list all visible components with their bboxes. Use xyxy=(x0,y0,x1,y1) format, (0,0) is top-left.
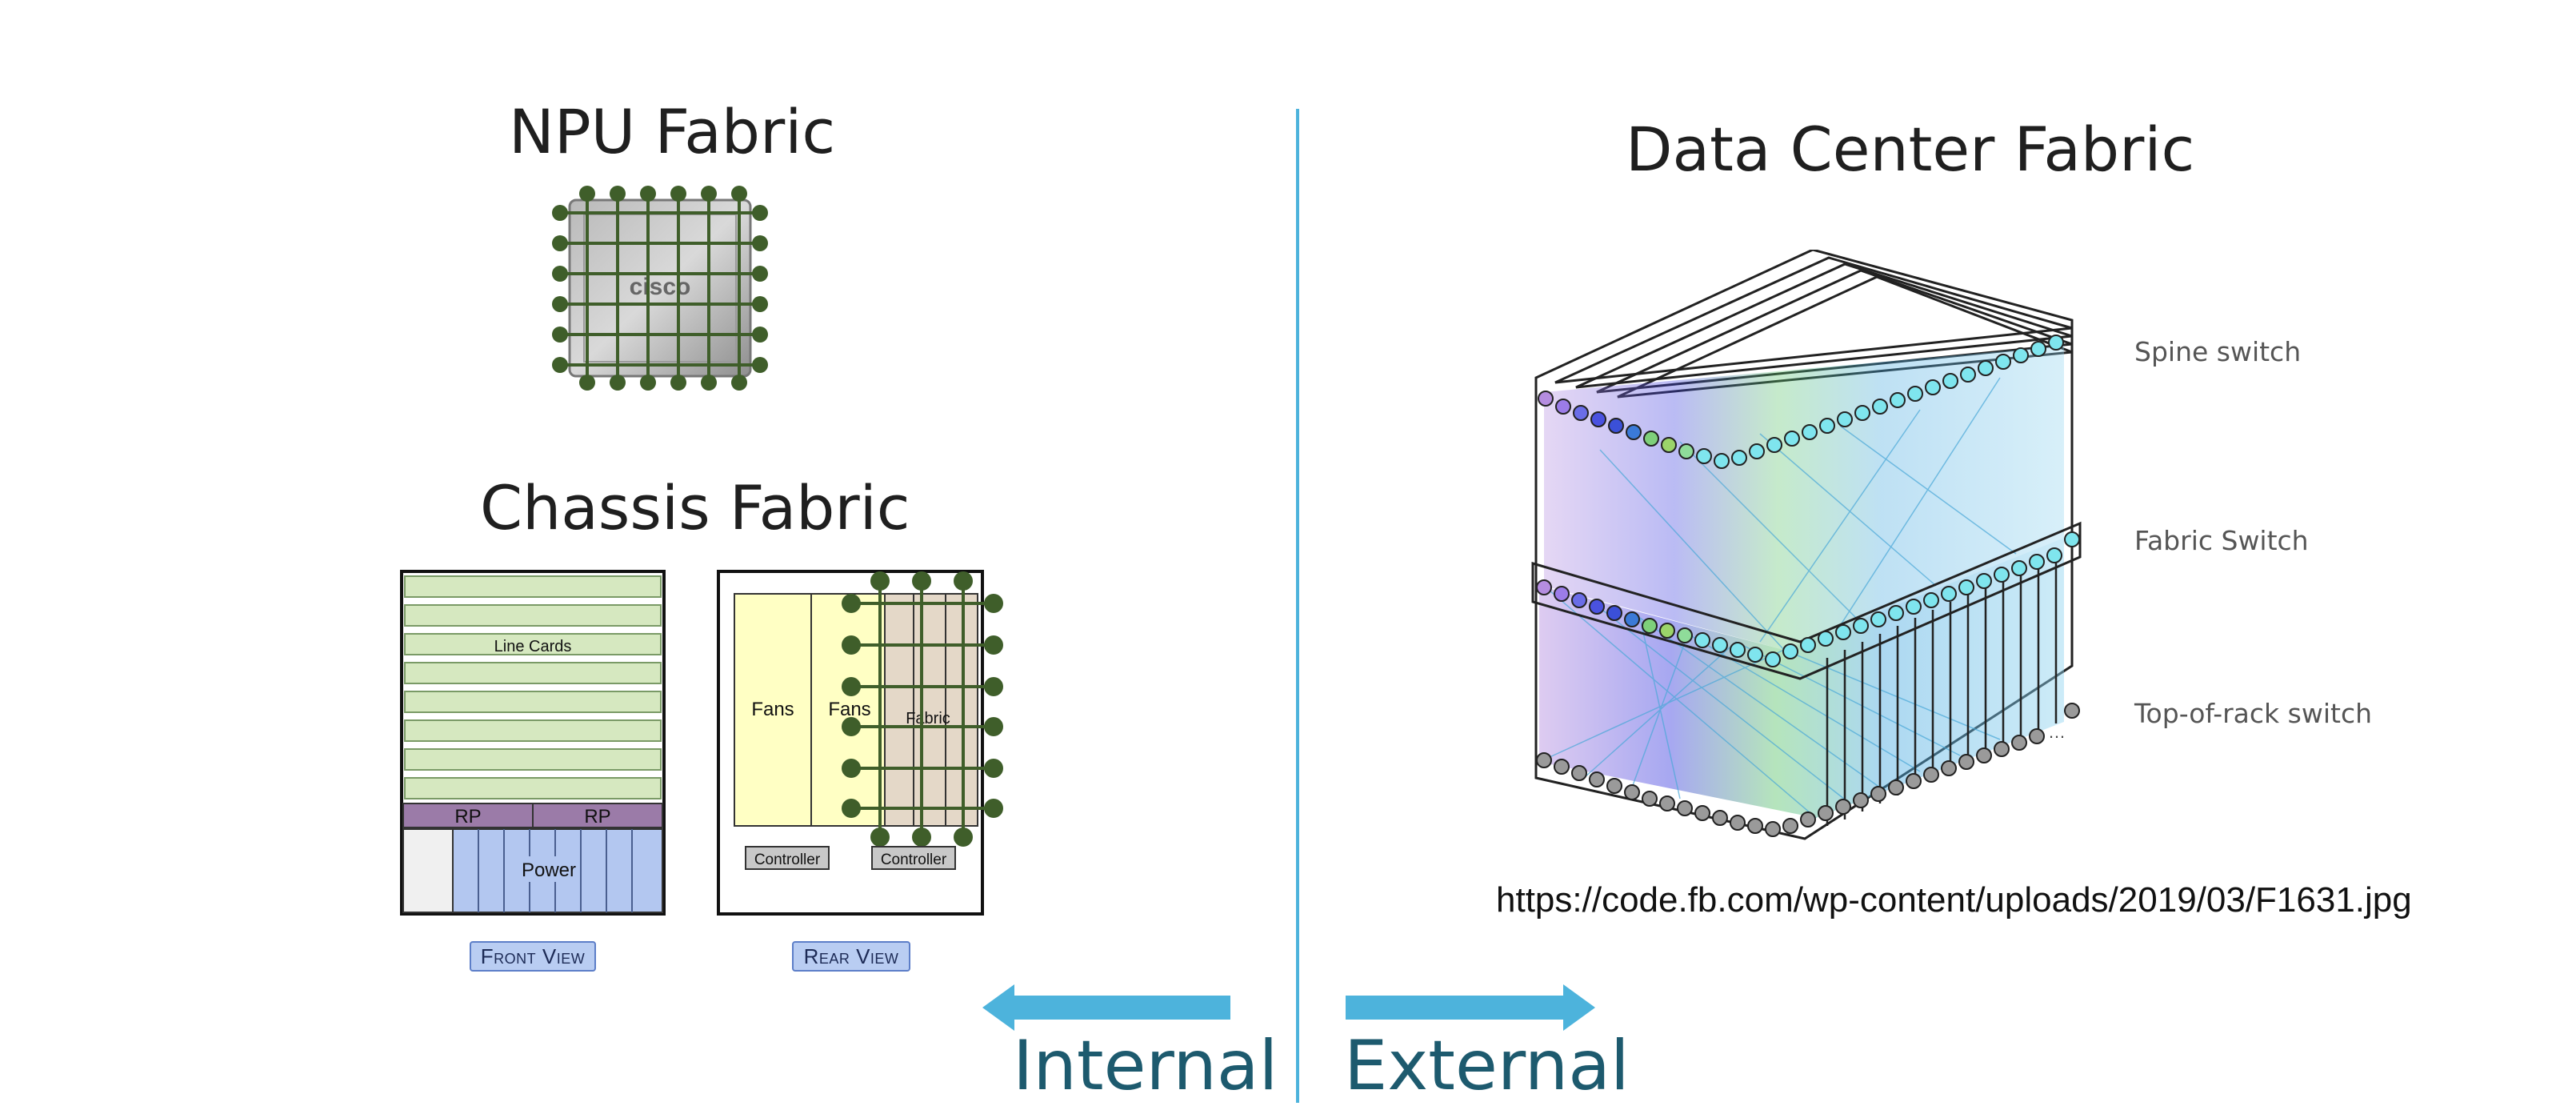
controller-label-2: Controller xyxy=(881,852,947,868)
fans-label-2: Fans xyxy=(828,699,870,720)
external-arrow xyxy=(1346,984,1595,1031)
tor-ellipsis: … xyxy=(2048,722,2066,742)
fabric-switch-nodes xyxy=(1536,531,2080,667)
fabric-switch-label: Fabric Switch xyxy=(2134,525,2309,556)
divider-line xyxy=(1296,109,1299,1103)
rear-view-button[interactable]: Rear View xyxy=(792,941,910,972)
rp-slot-1 xyxy=(402,803,534,828)
fabric-label: Fabric xyxy=(906,710,950,727)
blank-slot xyxy=(402,828,454,913)
npu-fabric-title: NPU Fabric xyxy=(509,96,836,167)
chassis-rear-diagram: Fans Fans Fabric Controller Controller xyxy=(717,570,1003,916)
npu-fabric-nodes xyxy=(552,186,768,391)
dc-fabric-diagram: … xyxy=(1531,250,2082,840)
source-url: https://code.fb.com/wp-content/uploads/2… xyxy=(1496,880,2412,920)
dc-fabric-title: Data Center Fabric xyxy=(1626,114,2195,185)
npu-fabric-grid xyxy=(560,194,760,383)
rp-label-1: RP xyxy=(454,806,481,827)
controller-1 xyxy=(745,846,830,870)
spine-switch-label: Spine switch xyxy=(2134,336,2302,367)
line-card-slots xyxy=(404,575,662,799)
chassis-front-diagram: Line Cards RP RP Power xyxy=(400,570,666,916)
controller-2 xyxy=(871,846,956,870)
upper-mesh xyxy=(1544,346,2064,650)
controller-label-1: Controller xyxy=(754,852,821,868)
tor-switch-label: Top-of-rack switch xyxy=(2134,698,2372,729)
tor-switch-nodes xyxy=(1536,703,2080,837)
front-view-button[interactable]: Front View xyxy=(470,941,596,972)
rear-fabric-nodes xyxy=(842,571,1003,847)
fans-label-1: Fans xyxy=(751,699,794,720)
spine-switch-nodes xyxy=(1538,335,2064,469)
rp-slot-2 xyxy=(532,803,663,828)
external-label: External xyxy=(1344,1026,1630,1106)
fans-panel-2 xyxy=(810,593,886,827)
npu-chip-diagram: cisco xyxy=(552,186,768,391)
rp-label-2: RP xyxy=(584,806,610,827)
power-label: Power xyxy=(522,860,576,881)
fans-panel-1 xyxy=(734,593,812,827)
internal-arrow xyxy=(982,984,1230,1031)
rear-fabric-grid xyxy=(851,581,994,837)
chassis-fabric-title: Chassis Fabric xyxy=(480,472,910,543)
line-cards-label: Line Cards xyxy=(494,638,572,655)
cisco-logo: cisco xyxy=(630,274,691,300)
internal-label: Internal xyxy=(1013,1026,1278,1106)
